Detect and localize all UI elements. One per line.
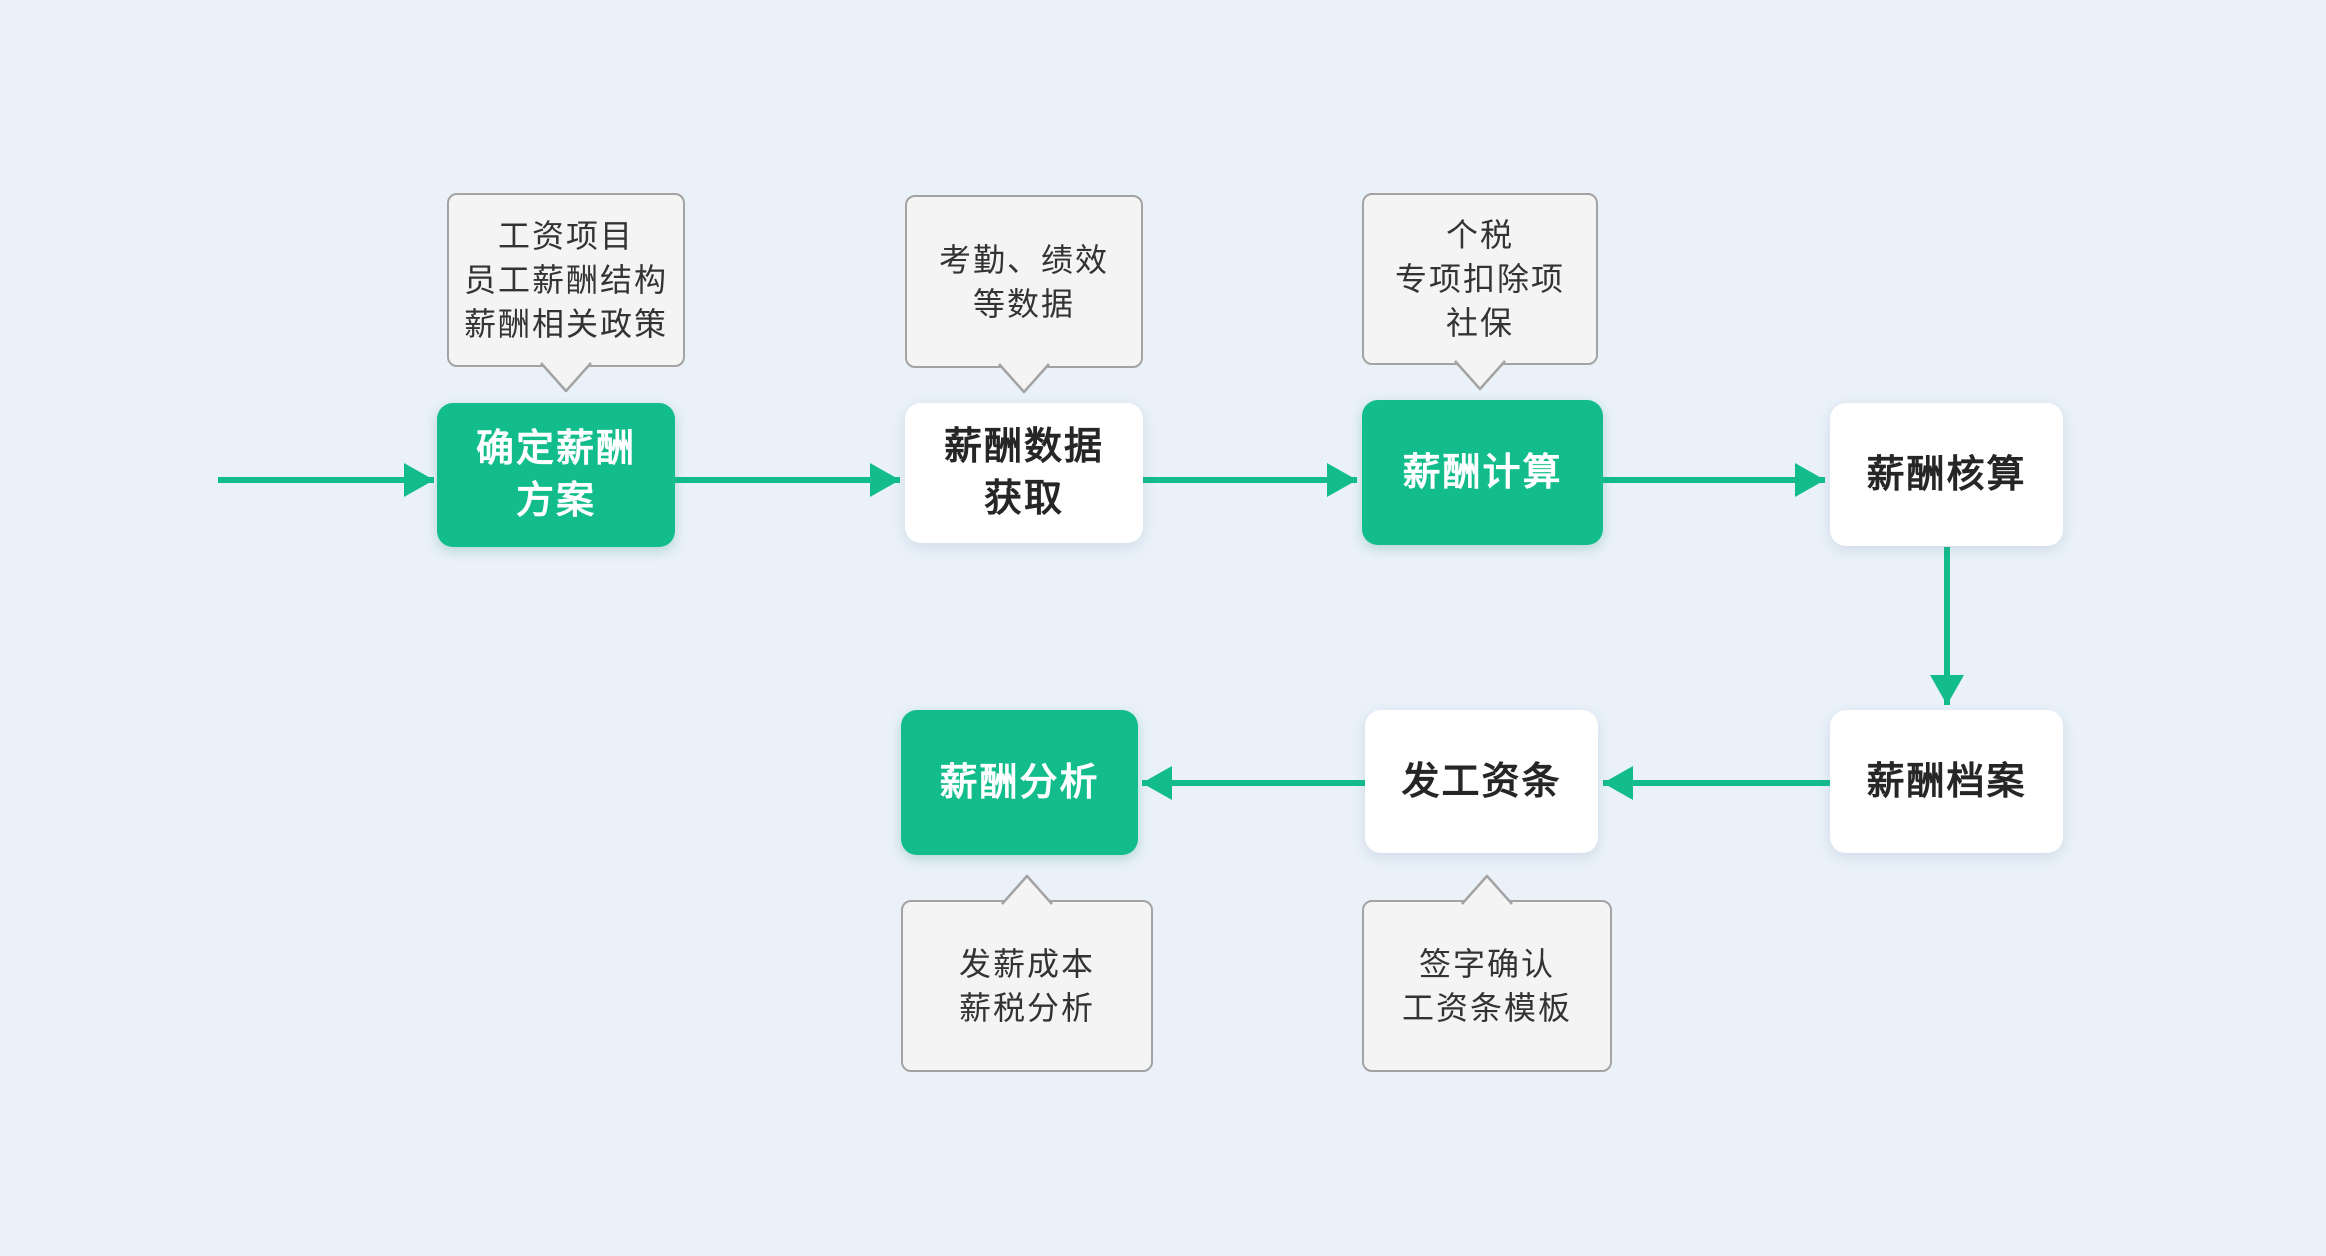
callout-line: 签字确认 — [1418, 946, 1555, 982]
bubble-tail-down — [998, 363, 1050, 394]
node-label-line: 获取 — [983, 478, 1064, 520]
bubble-tail-up — [1001, 874, 1053, 905]
bubble-tail-down — [540, 362, 592, 393]
callout-line: 考勤、绩效 — [938, 241, 1109, 278]
callout-line: 工资条模板 — [1401, 990, 1572, 1026]
node-salary-data-collection: 薪酬数据 获取 — [905, 403, 1143, 543]
node-label-line: 薪酬分析 — [939, 761, 1100, 804]
bubble-tail-up — [1461, 874, 1513, 905]
callout-attendance-data: 考勤、绩效 等数据 — [905, 195, 1143, 394]
callout-salary-plan-items: 工资项目 员工薪酬结构 薪酬相关政策 — [447, 193, 685, 393]
node-label-line: 确定薪酬 — [475, 428, 636, 470]
callout-line: 薪酬相关政策 — [463, 306, 668, 342]
callout-payslip-confirm: 签字确认 工资条模板 — [1362, 874, 1612, 1072]
callout-line: 发薪成本 — [958, 946, 1095, 982]
node-label-line: 薪酬计算 — [1402, 451, 1563, 494]
node-label-line: 薪酬核算 — [1866, 453, 2027, 496]
callout-tax-deductions: 个税 专项扣除项 社保 — [1362, 193, 1598, 391]
node-salary-archive: 薪酬档案 — [1830, 710, 2063, 853]
node-label-line: 发工资条 — [1401, 760, 1562, 803]
bubble-tail-down — [1454, 360, 1506, 391]
callout-line: 工资项目 — [497, 218, 634, 254]
callout-line: 薪税分析 — [958, 990, 1095, 1026]
callout-line: 个税 — [1445, 217, 1514, 253]
node-define-salary-plan: 确定薪酬 方案 — [437, 403, 675, 547]
callout-line: 专项扣除项 — [1394, 261, 1565, 297]
node-salary-calculation: 薪酬计算 — [1362, 400, 1603, 545]
node-send-payslip: 发工资条 — [1365, 710, 1598, 853]
node-label-line: 薪酬档案 — [1866, 760, 2027, 803]
callout-line: 等数据 — [972, 285, 1075, 322]
node-salary-analysis: 薪酬分析 — [901, 710, 1138, 855]
callout-line: 社保 — [1445, 305, 1514, 341]
node-label-line: 薪酬数据 — [943, 426, 1104, 468]
node-salary-accounting: 薪酬核算 — [1830, 403, 2063, 546]
node-label-line: 方案 — [515, 480, 596, 522]
callout-cost-analysis: 发薪成本 薪税分析 — [901, 874, 1153, 1072]
callout-line: 员工薪酬结构 — [463, 262, 668, 298]
